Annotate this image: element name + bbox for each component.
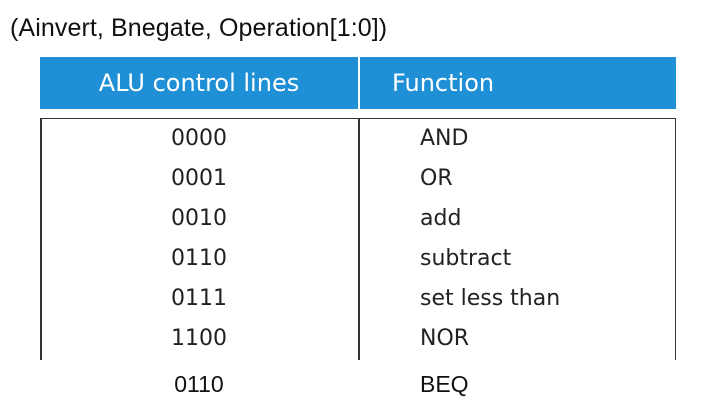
table-row: 0001 OR	[40, 159, 676, 199]
row-code: 0111	[171, 286, 227, 311]
table-header: ALU control lines Function	[40, 57, 676, 109]
row-code: 0000	[171, 126, 227, 151]
row-code: 0110	[171, 246, 227, 271]
table-row: 0111 set less than	[40, 279, 676, 319]
table-row: 1100 NOR	[40, 319, 676, 359]
row-code: 1100	[171, 326, 227, 351]
row-function: set less than	[420, 286, 561, 311]
beq-code: 0110	[174, 371, 224, 397]
row-function: add	[420, 206, 462, 231]
header-function: Function	[360, 57, 676, 109]
table-row: 0010 add	[40, 199, 676, 239]
row-function: OR	[420, 166, 453, 191]
table-column-divider	[358, 119, 360, 360]
row-code: 0010	[171, 206, 227, 231]
row-function: NOR	[420, 326, 470, 351]
beq-function: BEQ	[420, 371, 469, 397]
table-left-border	[40, 119, 42, 360]
header-alu-control-lines: ALU control lines	[40, 57, 358, 109]
alu-control-table: 0000 AND 0001 OR 0010 add 0110 subtract …	[40, 118, 676, 360]
row-function: AND	[420, 126, 469, 151]
control-lines-caption: (Ainvert, Bnegate, Operation[1:0])	[10, 14, 388, 42]
table-row: 0110 subtract	[40, 239, 676, 279]
row-function: subtract	[420, 246, 512, 271]
row-code: 0001	[171, 166, 227, 191]
table-row: 0000 AND	[40, 119, 676, 159]
table-right-border	[674, 119, 676, 360]
beq-row: 0110 BEQ	[40, 364, 676, 404]
